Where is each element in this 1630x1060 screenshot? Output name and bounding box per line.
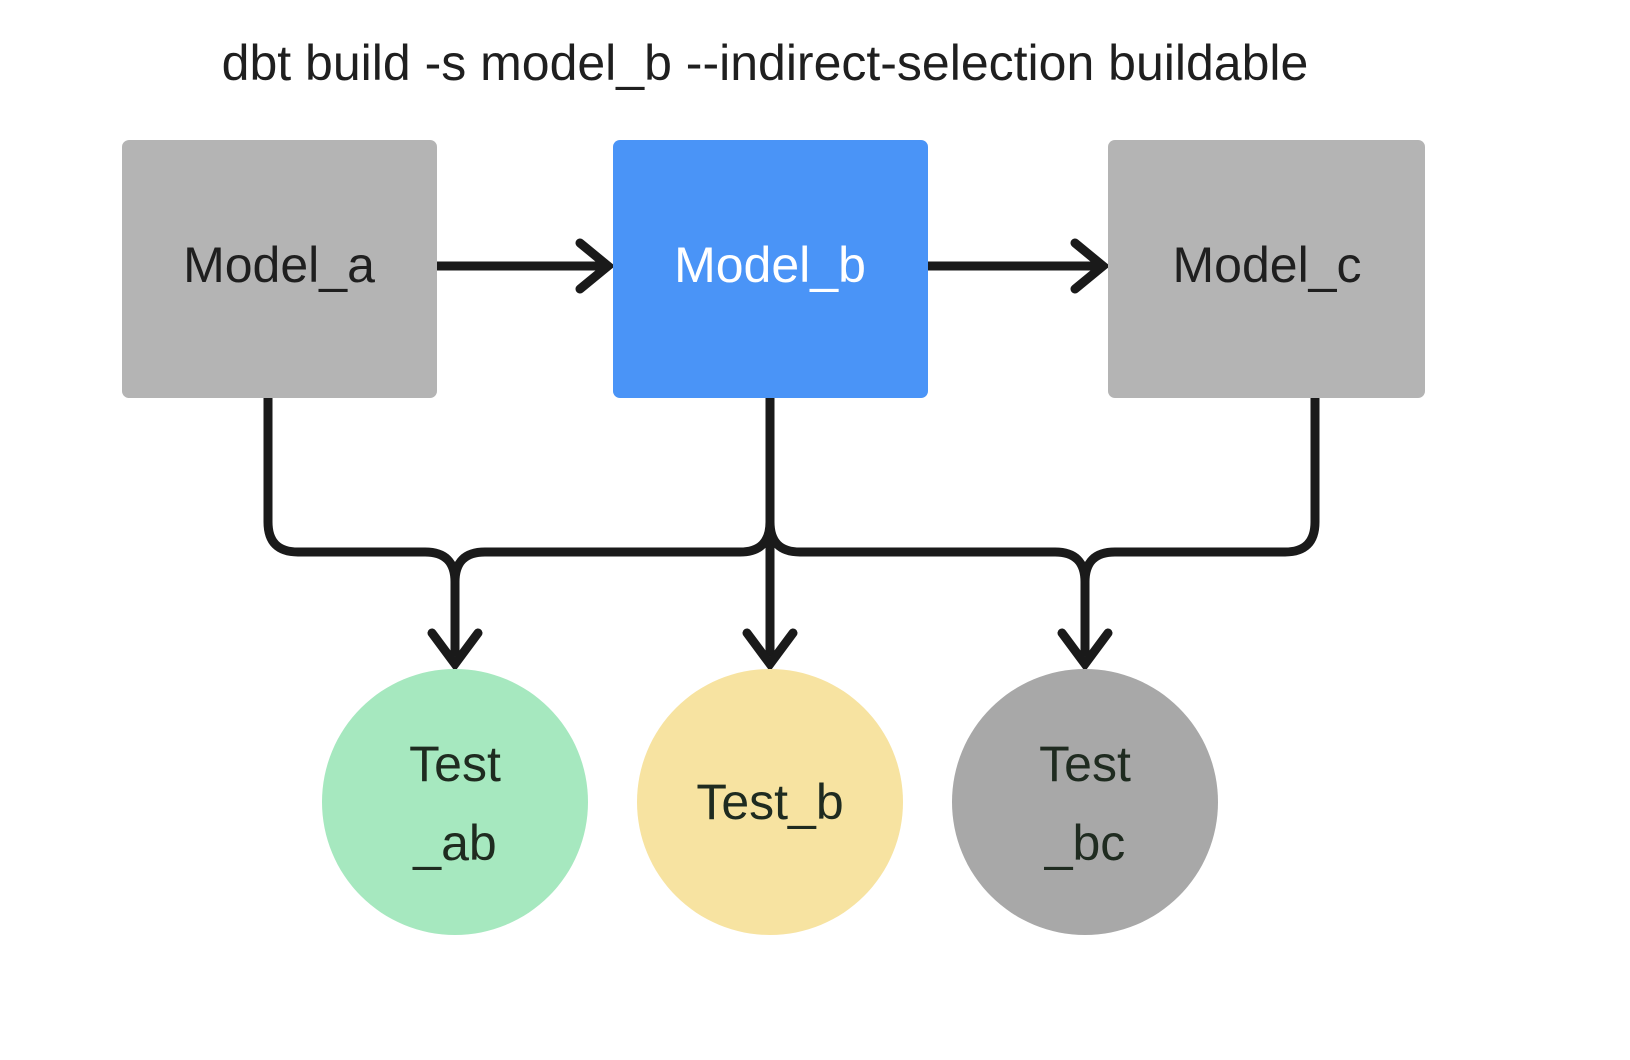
model-a-box[interactable] [122, 140, 437, 398]
model-b-box[interactable] [613, 140, 928, 398]
model-c-label: Model_c [1173, 237, 1362, 293]
edge-model-b-to-test-ab [450, 393, 775, 645]
node-model-c[interactable]: Model_c [1108, 140, 1425, 398]
model-c-box[interactable] [1108, 140, 1425, 398]
arrowhead-test-b-icon [742, 628, 798, 672]
test-b-label: Test_b [696, 774, 843, 830]
edge-model-b-to-test-bc [765, 393, 1113, 672]
test-bc-label-line2: _bc [1044, 815, 1126, 871]
node-model-a[interactable]: Model_a [122, 140, 437, 398]
arrowhead-test-bc-icon [1057, 628, 1113, 672]
test-ab-label-line2: _ab [412, 815, 496, 871]
test-bc-circle[interactable] [952, 669, 1218, 935]
model-b-label: Model_b [674, 237, 866, 293]
node-test-ab[interactable]: Test _ab [322, 669, 588, 935]
test-b-circle[interactable] [637, 669, 903, 935]
test-bc-label-line1: Test [1039, 736, 1131, 792]
test-ab-circle[interactable] [322, 669, 588, 935]
model-a-label: Model_a [183, 237, 375, 293]
arrowhead-a-b-icon [575, 238, 616, 294]
edge-line-b-test-ab [450, 393, 775, 645]
edge-model-b-to-model-c [923, 238, 1111, 294]
edge-model-a-to-test-ab [263, 393, 483, 672]
node-test-b[interactable]: Test_b [637, 669, 903, 935]
diagram-title: dbt build -s model_b --indirect-selectio… [222, 35, 1309, 91]
node-test-bc[interactable]: Test _bc [952, 669, 1218, 935]
edge-model-c-to-test-bc [1080, 393, 1320, 645]
edge-line-b-test-bc [765, 393, 1090, 657]
edge-line-c-test-bc [1080, 393, 1320, 645]
node-model-b[interactable]: Model_b [613, 140, 928, 398]
arrowhead-b-c-icon [1070, 238, 1111, 294]
edge-line-a-test-ab [263, 393, 460, 657]
test-ab-label-line1: Test [409, 736, 501, 792]
arrowhead-test-ab-icon [427, 628, 483, 672]
edge-model-a-to-model-b [432, 238, 616, 294]
